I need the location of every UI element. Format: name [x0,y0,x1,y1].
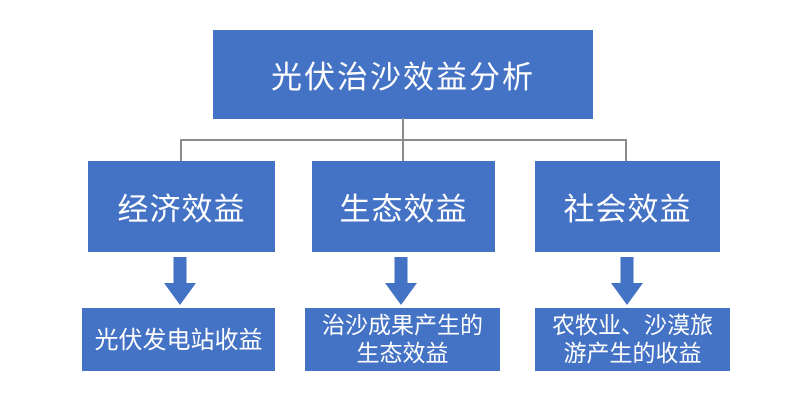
connector-drop-left [180,140,182,162]
branch-node-ecological: 生态效益 [312,161,495,252]
connector-drop-middle [402,140,404,161]
root-node: 光伏治沙效益分析 [213,30,593,119]
child-node-economic-line1: 光伏发电站收益 [94,325,263,354]
child-node-social: 农牧业、沙漠旅 游产生的收益 [535,308,730,371]
child-node-ecological-line2: 生态效益 [356,340,449,367]
connector-root-stem [402,118,404,140]
child-node-economic: 光伏发电站收益 [82,308,275,371]
down-arrow-icon [385,257,417,305]
branch-node-economic-label: 经济效益 [117,192,246,228]
down-arrow-icon [611,257,643,305]
connector-drop-right [625,140,627,161]
branch-node-social: 社会效益 [535,161,720,252]
down-arrow-icon [164,257,196,305]
child-node-social-line1: 农牧业、沙漠旅 [552,312,713,339]
child-node-ecological: 治沙成果产生的 生态效益 [305,308,500,371]
root-node-label: 光伏治沙效益分析 [271,60,535,96]
branch-node-social-label: 社会效益 [563,192,692,228]
branch-node-ecological-label: 生态效益 [339,192,468,228]
branch-node-economic: 经济效益 [88,161,275,252]
child-node-ecological-line1: 治沙成果产生的 [322,312,483,339]
child-node-social-line2: 游产生的收益 [563,340,702,367]
